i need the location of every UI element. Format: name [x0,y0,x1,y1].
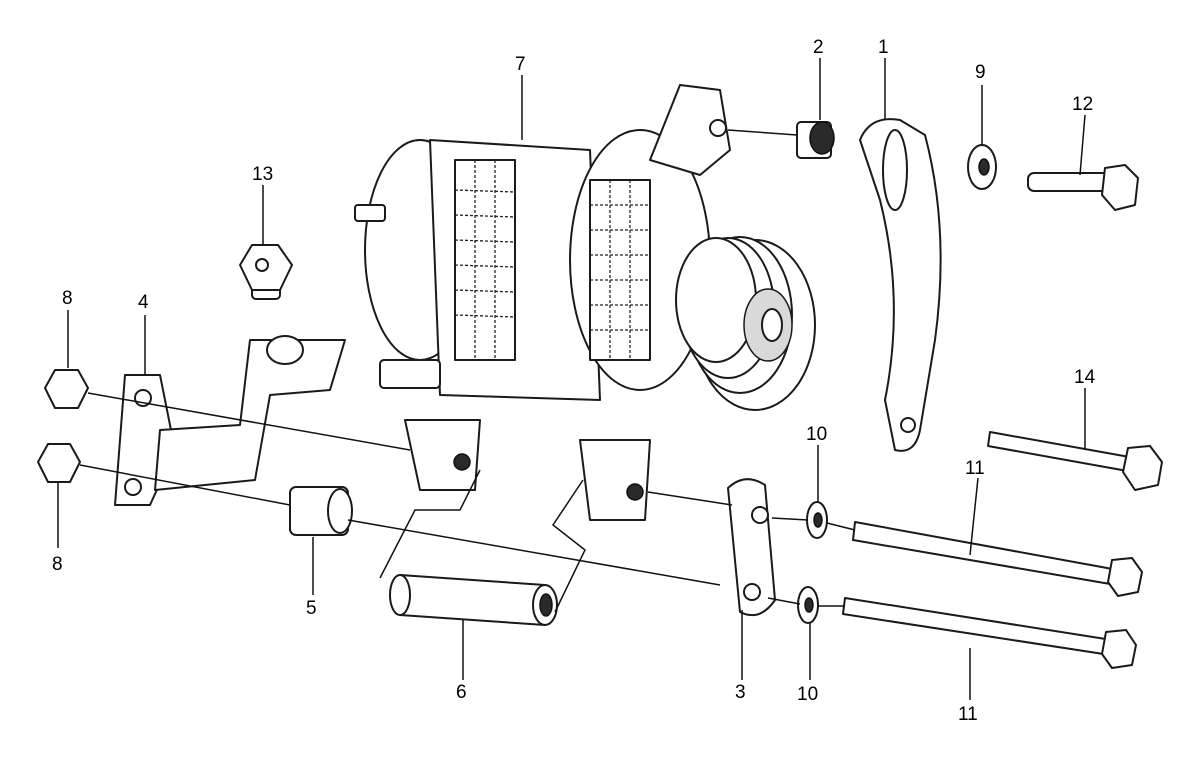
callout-14: 14 [1074,367,1096,388]
nut-8-lower [37,443,81,483]
link-plate-3 [727,478,776,616]
callout-11-upper: 11 [965,458,985,479]
washer-10-upper [806,501,828,539]
bolt-12 [1027,164,1139,211]
alternator-assembly [354,84,816,521]
mounting-bracket [114,335,346,506]
bolt-13 [239,244,293,300]
nut-8-upper [44,369,89,409]
leader-lines [57,58,1086,700]
callout-10-lower: 10 [797,684,818,705]
sleeve-6 [389,574,558,626]
washer-9 [967,144,997,190]
callout-labels: 1 2 3 4 5 6 7 8 8 9 10 10 11 11 12 13 14 [52,37,1096,725]
front-cooling-fins [589,179,651,361]
callout-13: 13 [252,164,273,185]
pulley [675,236,816,411]
callout-9: 9 [975,62,986,83]
callout-8-upper: 8 [62,288,73,309]
callout-5: 5 [306,598,317,619]
rear-cooling-fins [454,159,516,361]
spacer-5 [289,486,353,536]
long-bolt-11-upper [852,521,1143,597]
adjusting-strap [859,118,942,452]
callout-2: 2 [813,37,824,58]
upper-bushing [796,121,835,159]
assembly-lines [79,129,856,613]
long-bolt-11-lower [842,597,1137,669]
callout-7: 7 [515,54,526,75]
washer-10-lower [797,586,819,624]
callout-8-lower: 8 [52,554,63,575]
bolt-14 [987,431,1163,491]
callout-3: 3 [735,682,746,703]
callout-1: 1 [878,37,889,58]
callout-6: 6 [456,682,467,703]
callout-4: 4 [138,292,149,313]
callout-10-upper: 10 [806,424,827,445]
callout-11-lower: 11 [958,704,978,725]
callout-12: 12 [1072,94,1093,115]
